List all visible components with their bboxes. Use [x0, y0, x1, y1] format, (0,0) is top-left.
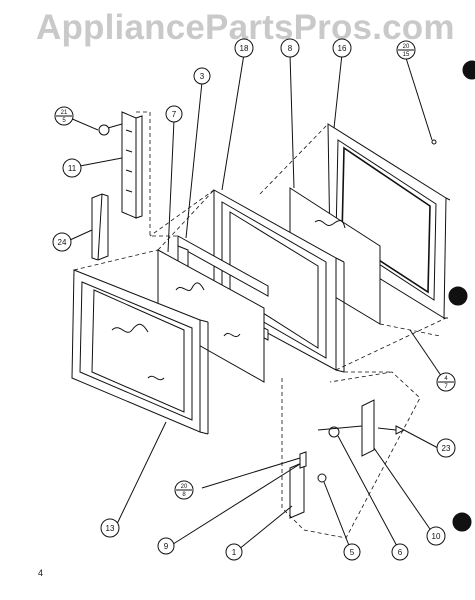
callout-8: 8 [280, 38, 300, 58]
callout-label: 7 [444, 384, 448, 390]
leader-lines [69, 53, 445, 551]
callout-label: 20 [181, 484, 188, 490]
part-21-screw [98, 123, 123, 136]
callout-label: 9 [164, 542, 169, 551]
callout-11: 11 [62, 158, 82, 178]
callout-label: 13 [106, 524, 115, 533]
callout-1: 1 [225, 543, 243, 561]
callout-label: 21 [61, 110, 68, 116]
part-11-hinge-bracket [121, 111, 143, 219]
callout-label: 7 [172, 110, 177, 119]
callout-label: 8 [182, 492, 186, 498]
callout-label: 11 [68, 164, 77, 173]
callout-label: 5 [62, 118, 66, 124]
callout-20-15: 20 15 [396, 40, 416, 60]
callout-label: 23 [442, 444, 451, 453]
callout-label: 10 [432, 532, 441, 541]
callout-16: 16 [332, 38, 352, 58]
callout-label: 4 [444, 376, 448, 382]
callout-label: 8 [288, 44, 293, 53]
callout-6: 6 [391, 543, 409, 561]
page-number: 4 [38, 568, 44, 578]
part-13-front-door [71, 269, 209, 435]
callout-13: 13 [100, 518, 120, 538]
callout-23: 23 [436, 438, 456, 458]
callout-24: 24 [52, 232, 72, 252]
callout-9: 9 [157, 537, 175, 555]
callout-label: 24 [58, 238, 67, 247]
latch-assembly [289, 399, 406, 519]
callout-10: 10 [426, 526, 446, 546]
part-16-rear-panel [327, 123, 451, 319]
callouts: 18 8 16 20 15 3 7 21 5 11 24 [52, 38, 456, 561]
callout-5: 5 [343, 543, 361, 561]
binder-hole-middle [448, 286, 468, 306]
callout-label: 15 [403, 52, 410, 58]
part-24-block [91, 193, 109, 261]
binder-holes [448, 60, 475, 532]
callout-18: 18 [234, 38, 254, 58]
callout-label: 6 [398, 548, 403, 557]
callout-label: 1 [232, 548, 237, 557]
callout-4-7: 4 7 [436, 372, 456, 392]
binder-hole-bottom [452, 512, 472, 532]
callout-label: 5 [350, 548, 355, 557]
callout-label: 18 [240, 44, 249, 53]
callout-7: 7 [165, 105, 183, 123]
callout-21-5: 21 5 [54, 106, 74, 126]
callout-20-8: 20 8 [174, 480, 194, 500]
callout-label: 16 [338, 44, 347, 53]
part-7-door-glass [157, 249, 265, 383]
callout-3: 3 [193, 67, 211, 85]
callout-label: 3 [200, 72, 205, 81]
binder-hole-top [462, 60, 475, 80]
part-20-screw-top [431, 139, 437, 145]
callout-label: 20 [403, 44, 410, 50]
